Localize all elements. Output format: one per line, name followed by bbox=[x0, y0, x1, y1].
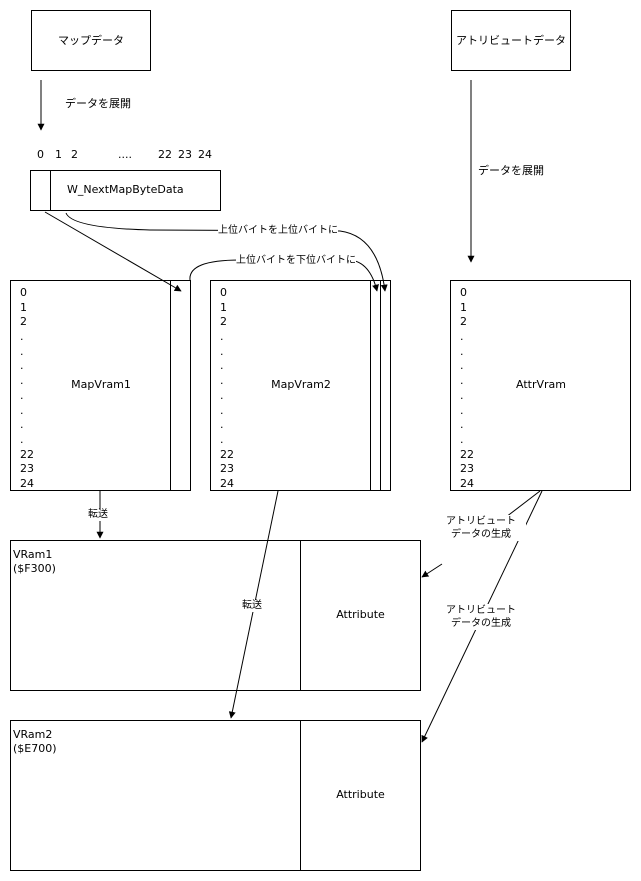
attr-gen-label-2-line2: データの生成 bbox=[451, 618, 511, 629]
row-label: 23 bbox=[20, 462, 34, 476]
row-label: 0 bbox=[20, 286, 27, 299]
row-label: . bbox=[20, 403, 24, 417]
row-label: . bbox=[460, 330, 464, 344]
vram2-address: ($E700) bbox=[13, 742, 57, 755]
row-label: . bbox=[20, 432, 24, 446]
row-label: . bbox=[20, 359, 24, 373]
attr-data-label: アトリビュートデータ bbox=[456, 34, 566, 47]
row-label: 22 bbox=[220, 447, 234, 461]
row-label: . bbox=[220, 418, 224, 432]
row-label: 24 bbox=[20, 476, 34, 490]
next-map-byte-label: W_NextMapByteData bbox=[67, 183, 184, 196]
row-label: 23 bbox=[460, 462, 474, 476]
attr-gen-label-1-line2: データの生成 bbox=[451, 529, 511, 540]
vram1-name: VRam1 bbox=[13, 548, 53, 561]
attr-gen-label-1: アトリビュート データの生成 bbox=[436, 515, 526, 541]
vram1-address: ($F300) bbox=[13, 562, 56, 575]
index-1: 1 bbox=[55, 148, 62, 161]
attrvram-box: 0 1 2 . . . . . . . . 22 23 24 AttrVram bbox=[450, 280, 631, 491]
attrvram-rows: 0 1 2 . . . . . . . . 22 23 24 bbox=[460, 286, 474, 492]
mapvram2-rows: 0 1 2 . . . . . . . . 22 23 24 bbox=[220, 286, 234, 492]
row-label: . bbox=[220, 359, 224, 373]
row-label: 1 bbox=[220, 300, 227, 314]
row-label: 0 bbox=[460, 286, 467, 299]
row-label: . bbox=[220, 374, 224, 388]
row-label: 24 bbox=[220, 476, 234, 490]
row-label: 1 bbox=[460, 300, 467, 314]
vram2-attribute-label: Attribute bbox=[336, 788, 385, 801]
vram2-name: VRam2 bbox=[13, 728, 53, 741]
row-label: 24 bbox=[460, 476, 474, 490]
row-label: 23 bbox=[220, 462, 234, 476]
mapvram2-column-divider-1 bbox=[370, 281, 371, 490]
next-map-byte-cell-divider bbox=[50, 171, 51, 210]
arrow-attrvram-to-vram1 bbox=[421, 563, 443, 578]
upper-to-lower-label: 上位バイトを下位バイトに bbox=[236, 255, 356, 267]
row-label: 2 bbox=[220, 315, 227, 329]
row-label: . bbox=[20, 344, 24, 358]
row-label: . bbox=[20, 374, 24, 388]
row-label: . bbox=[460, 374, 464, 388]
row-label: . bbox=[460, 359, 464, 373]
row-label: . bbox=[20, 418, 24, 432]
row-label: . bbox=[460, 388, 464, 402]
vram2-divider bbox=[300, 721, 301, 870]
mapvram1-box: 0 1 2 . . . . . . . . 22 23 24 MapVram1 bbox=[10, 280, 191, 491]
vram1-box: VRam1 ($F300) Attribute bbox=[10, 540, 421, 691]
row-label: . bbox=[460, 344, 464, 358]
transfer-label-2: 転送 bbox=[242, 600, 262, 612]
attr-gen-label-2-line1: アトリビュート bbox=[446, 605, 516, 616]
row-label: 22 bbox=[460, 447, 474, 461]
attr-gen-label-2: アトリビュート データの生成 bbox=[436, 604, 526, 630]
index-22: 22 bbox=[158, 148, 172, 161]
index-2: 2 bbox=[71, 148, 78, 161]
mapvram2-column-divider-2 bbox=[380, 281, 381, 490]
row-label: 2 bbox=[20, 315, 27, 329]
row-label: . bbox=[220, 432, 224, 446]
row-label: 0 bbox=[220, 286, 227, 299]
mapvram1-rows: 0 1 2 . . . . . . . . 22 23 24 bbox=[20, 286, 34, 492]
vram1-attribute-label: Attribute bbox=[336, 608, 385, 621]
mapvram1-column-divider bbox=[170, 281, 171, 490]
row-label: 22 bbox=[20, 447, 34, 461]
row-label: 2 bbox=[460, 315, 467, 329]
mapvram2-label: MapVram2 bbox=[271, 378, 331, 391]
row-label: . bbox=[460, 418, 464, 432]
attr-gen-label-1-line1: アトリビュート bbox=[446, 516, 516, 527]
mapvram2-box: 0 1 2 . . . . . . . . 22 23 24 MapVram2 bbox=[210, 280, 391, 491]
map-data-box: マップデータ bbox=[31, 10, 151, 71]
index-ellipsis: .... bbox=[118, 148, 132, 161]
index-0: 0 bbox=[37, 148, 44, 161]
vram1-divider bbox=[300, 541, 301, 690]
map-data-label: マップデータ bbox=[58, 34, 124, 47]
mapvram1-label: MapVram1 bbox=[71, 378, 131, 391]
row-label: . bbox=[20, 330, 24, 344]
row-label: . bbox=[220, 330, 224, 344]
attr-data-box: アトリビュートデータ bbox=[451, 10, 571, 71]
row-label: . bbox=[460, 403, 464, 417]
upper-to-upper-label: 上位バイトを上位バイトに bbox=[218, 225, 338, 237]
row-label: 1 bbox=[20, 300, 27, 314]
row-label: . bbox=[220, 388, 224, 402]
next-map-byte-box: W_NextMapByteData bbox=[30, 170, 221, 211]
row-label: . bbox=[220, 344, 224, 358]
transfer-label-1: 転送 bbox=[88, 509, 108, 521]
index-23: 23 bbox=[178, 148, 192, 161]
index-24: 24 bbox=[198, 148, 212, 161]
row-label: . bbox=[220, 403, 224, 417]
row-label: . bbox=[20, 388, 24, 402]
row-label: . bbox=[460, 432, 464, 446]
vram2-box: VRam2 ($E700) Attribute bbox=[10, 720, 421, 871]
expand-label-right: データを展開 bbox=[478, 164, 544, 177]
attrvram-label: AttrVram bbox=[516, 378, 566, 391]
expand-label-left: データを展開 bbox=[65, 97, 131, 110]
